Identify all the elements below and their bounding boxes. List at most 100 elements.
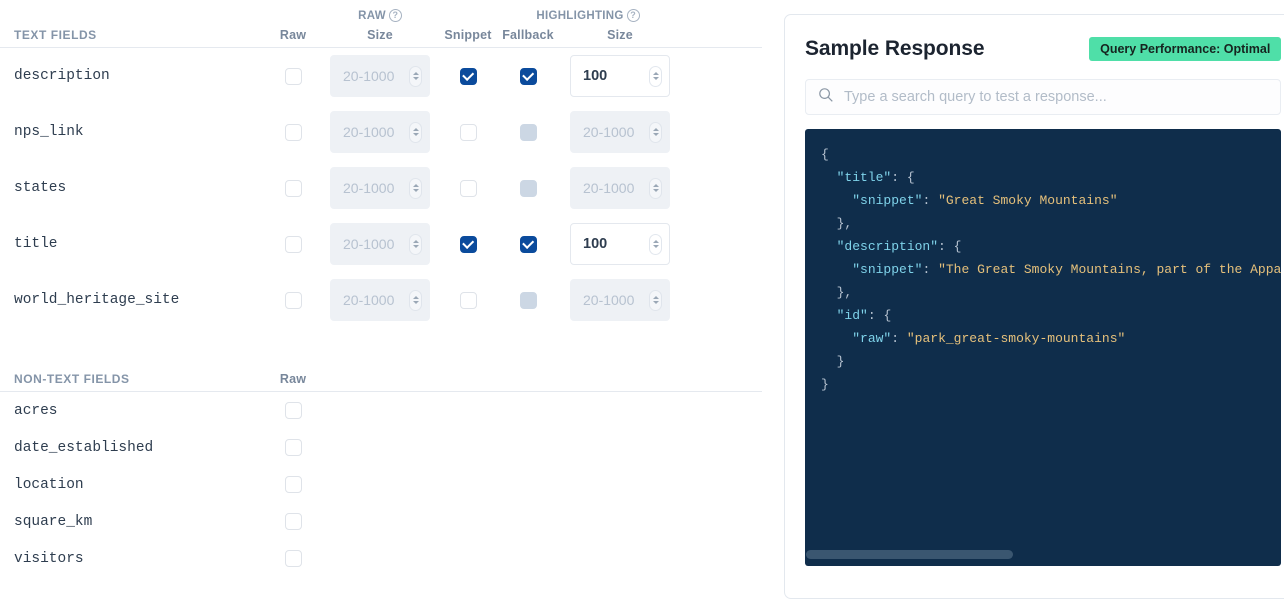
- field-name: states: [14, 180, 67, 196]
- field-name: world_heritage_site: [14, 292, 180, 308]
- raw-checkbox[interactable]: [284, 439, 302, 456]
- json-response-text: { "title": { "snippet": "Great Smoky Mou…: [821, 147, 1282, 392]
- highlight-size-input-stepper: [649, 289, 662, 311]
- snippet-checkbox[interactable]: [459, 291, 477, 309]
- highlight-size-input-value: 100: [583, 68, 608, 84]
- column-header-raw-size: Size: [367, 27, 393, 42]
- raw-checkbox[interactable]: [284, 402, 302, 419]
- raw-checkbox[interactable]: [284, 550, 302, 567]
- table-row: location: [0, 466, 762, 503]
- table-row: title 20-1000 100: [0, 216, 762, 272]
- text-fields-section-title: TEXT FIELDS: [14, 27, 97, 42]
- highlight-size-input-stepper: [649, 121, 662, 143]
- raw-size-input-stepper: [409, 65, 422, 87]
- field-name: visitors: [14, 550, 84, 567]
- raw-size-input-value: 20-1000: [343, 292, 395, 308]
- raw-checkbox[interactable]: [284, 291, 302, 309]
- sample-response-header: Sample Response Query Performance: Optim…: [805, 33, 1282, 65]
- question-circle-icon[interactable]: ?: [626, 9, 640, 22]
- raw-size-input-stepper: [409, 121, 422, 143]
- sample-response-pane: Sample Response Query Performance: Optim…: [762, 0, 1284, 613]
- column-header-fallback: Fallback: [502, 27, 554, 42]
- highlight-size-input: 20-1000: [570, 111, 670, 153]
- raw-size-input-value: 20-1000: [343, 180, 395, 196]
- highlight-size-input-stepper: [649, 177, 662, 199]
- highlight-size-input-stepper[interactable]: [649, 233, 662, 255]
- raw-checkbox[interactable]: [284, 513, 302, 530]
- raw-checkbox[interactable]: [284, 235, 302, 253]
- section-spacer: [0, 328, 762, 366]
- sample-response-card: Sample Response Query Performance: Optim…: [784, 14, 1284, 599]
- raw-size-input-stepper: [409, 177, 422, 199]
- highlight-size-input-value: 20-1000: [583, 292, 635, 308]
- search-query-box[interactable]: Type a search query to test a response..…: [805, 79, 1282, 115]
- fallback-checkbox[interactable]: [519, 67, 537, 85]
- non-text-fields-column-headers: NON-TEXT FIELDS Raw: [0, 366, 762, 392]
- column-header-raw: Raw: [279, 371, 307, 386]
- raw-size-input: 20-1000: [330, 55, 430, 97]
- fields-table-pane: RAW ? HIGHLIGHTING ? TEXT FIELDS Raw Siz…: [0, 0, 762, 613]
- snippet-checkbox[interactable]: [459, 235, 477, 253]
- raw-size-input-value: 20-1000: [343, 68, 395, 84]
- highlight-size-input[interactable]: 100: [570, 55, 670, 97]
- snippet-checkbox[interactable]: [459, 67, 477, 85]
- table-row: nps_link 20-1000 20-1000: [0, 104, 762, 160]
- raw-size-input: 20-1000: [330, 223, 430, 265]
- text-fields-rows: description 20-1000 100 nps_link 20-1000 20-1…: [0, 48, 762, 328]
- raw-size-input-stepper: [409, 233, 422, 255]
- field-name: nps_link: [14, 124, 84, 140]
- fallback-checkbox: [519, 123, 537, 141]
- search-icon: [818, 87, 834, 108]
- horizontal-scrollbar-thumb[interactable]: [806, 550, 1013, 559]
- raw-size-input-value: 20-1000: [343, 124, 395, 140]
- highlight-size-input-stepper[interactable]: [649, 65, 662, 87]
- snippet-checkbox[interactable]: [459, 123, 477, 141]
- group-header-raw-label: RAW: [358, 9, 386, 22]
- question-circle-icon[interactable]: ?: [388, 9, 402, 22]
- raw-checkbox[interactable]: [284, 179, 302, 197]
- fallback-checkbox: [519, 179, 537, 197]
- column-header-highlight-size: Size: [607, 27, 633, 42]
- group-header-raw: RAW ?: [320, 9, 440, 22]
- raw-size-input: 20-1000: [330, 167, 430, 209]
- raw-checkbox[interactable]: [284, 476, 302, 493]
- highlight-size-input-value: 20-1000: [583, 124, 635, 140]
- field-name: description: [14, 68, 110, 84]
- table-row: states 20-1000 20-1000: [0, 160, 762, 216]
- group-header-row: RAW ? HIGHLIGHTING ?: [0, 0, 762, 22]
- page-title: Sample Response: [805, 37, 985, 60]
- table-row: date_established: [0, 429, 762, 466]
- raw-checkbox[interactable]: [284, 67, 302, 85]
- group-header-highlighting: HIGHLIGHTING ?: [496, 9, 680, 22]
- table-row: square_km: [0, 503, 762, 540]
- sample-response-code-block: { "title": { "snippet": "Great Smoky Mou…: [805, 129, 1282, 566]
- non-text-fields-section-title: NON-TEXT FIELDS: [14, 371, 130, 386]
- raw-checkbox[interactable]: [284, 123, 302, 141]
- field-name: title: [14, 236, 58, 252]
- column-header-snippet: Snippet: [444, 27, 492, 42]
- field-name: location: [14, 476, 84, 493]
- table-row: visitors: [0, 540, 762, 577]
- table-row: world_heritage_site 20-1000 20-1000: [0, 272, 762, 328]
- search-input[interactable]: Type a search query to test a response..…: [844, 89, 1107, 105]
- table-row: acres: [0, 392, 762, 429]
- highlight-size-input: 20-1000: [570, 279, 670, 321]
- field-name: date_established: [14, 439, 154, 456]
- horizontal-scrollbar[interactable]: [805, 550, 1281, 559]
- group-header-highlighting-label: HIGHLIGHTING: [536, 9, 624, 22]
- highlight-size-input-value: 100: [583, 236, 608, 252]
- field-name: square_km: [14, 513, 93, 530]
- snippet-checkbox[interactable]: [459, 179, 477, 197]
- highlight-size-input[interactable]: 100: [570, 223, 670, 265]
- raw-size-input-value: 20-1000: [343, 236, 395, 252]
- text-fields-column-headers: TEXT FIELDS Raw Size Snippet Fallback Si…: [0, 22, 762, 48]
- highlight-size-input-value: 20-1000: [583, 180, 635, 196]
- column-header-raw: Raw: [279, 27, 307, 42]
- raw-size-input-stepper: [409, 289, 422, 311]
- raw-size-input: 20-1000: [330, 111, 430, 153]
- fallback-checkbox[interactable]: [519, 235, 537, 253]
- raw-size-input: 20-1000: [330, 279, 430, 321]
- highlight-size-input: 20-1000: [570, 167, 670, 209]
